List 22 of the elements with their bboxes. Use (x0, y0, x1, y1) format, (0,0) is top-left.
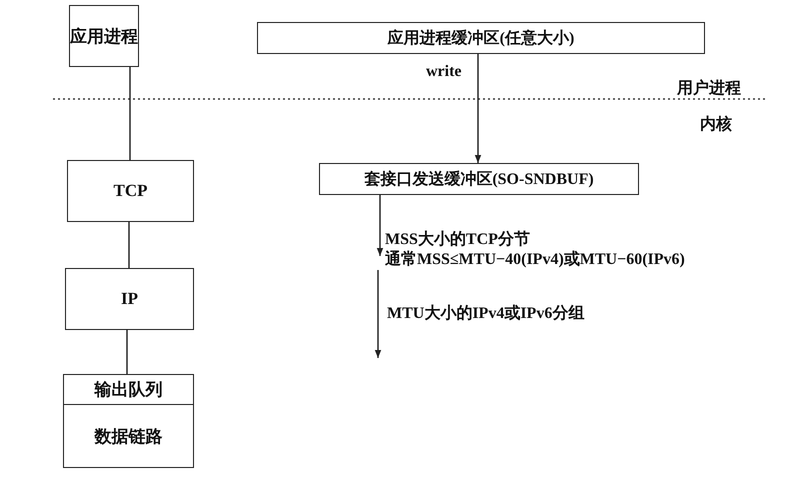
segment-note: MSS大小的TCP分节 通常MSS≤MTU−40(IPv4)或MTU−60(IPv6) (372, 200, 802, 270)
arrow (376, 195, 384, 256)
process-box (319, 163, 639, 195)
box-label: 应用进程缓冲区(任意大小) (388, 28, 574, 48)
connector-line (126, 330, 128, 374)
process-box (69, 5, 139, 67)
box-label: IP (121, 289, 138, 309)
box-label: TCP (114, 181, 148, 201)
box-label: 数据链路 (94, 426, 162, 448)
process-box (67, 160, 194, 222)
process-box (65, 268, 194, 330)
arrow (374, 270, 382, 358)
region-label: 用户进程 (677, 78, 741, 99)
box-label: 套接口发送缓冲区(SO-SNDBUF) (364, 169, 594, 190)
box-label: 应用进程 (70, 26, 138, 48)
box-label: 输出队列 (94, 379, 162, 401)
region-label: 内核 (700, 114, 732, 135)
process-box (63, 374, 194, 468)
connector-line (128, 222, 130, 268)
process-box (257, 22, 705, 54)
arrow (474, 54, 482, 163)
connector-line (129, 67, 131, 160)
